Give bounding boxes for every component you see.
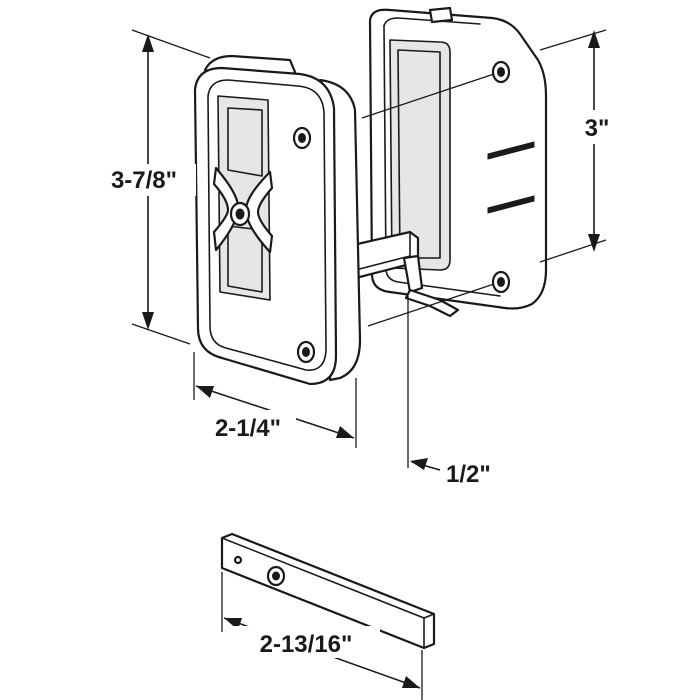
dimension-depth: 1/2": [407, 296, 491, 488]
alignment-lines: [361, 73, 495, 327]
dimension-height-mount: 3": [539, 29, 616, 263]
label-width: 2-1/4": [215, 415, 281, 442]
label-bar-length: 2-13/16": [260, 631, 353, 658]
label-height-mount: 3": [585, 115, 610, 142]
locking-bar: [220, 532, 436, 650]
dimension-height-overall: 3-7/8": [92, 29, 211, 345]
mount-slot-upper: [487, 141, 535, 160]
bar-hole-small: [233, 555, 243, 565]
label-height-overall: 3-7/8": [111, 167, 177, 194]
dimension-bar-length: 2-13/16": [221, 572, 423, 700]
dimension-width: 2-1/4": [193, 352, 357, 448]
pull-handle: [193, 54, 362, 386]
mount-slot-lower: [487, 195, 535, 214]
label-depth: 1/2": [446, 461, 491, 488]
